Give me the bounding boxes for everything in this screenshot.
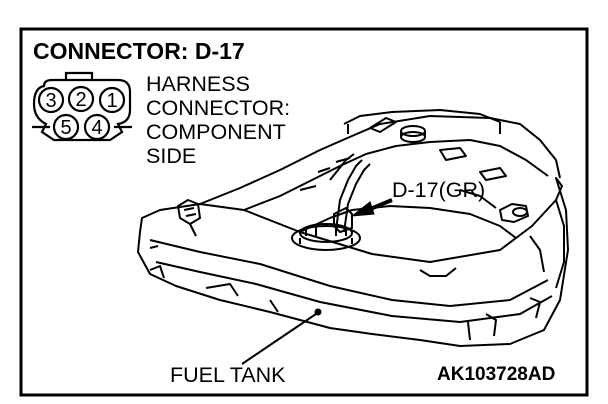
pin-1-label: 1 bbox=[106, 90, 117, 112]
connector-callout-label: D-17(GR) bbox=[392, 178, 486, 202]
pin-2-label: 2 bbox=[75, 89, 86, 111]
connector-face-icon bbox=[32, 71, 132, 142]
harness-label-line2: CONNECTOR: bbox=[146, 96, 291, 120]
pin-5-label: 5 bbox=[60, 117, 71, 139]
callout-arrow bbox=[350, 198, 393, 217]
fuel-tank-drawing bbox=[137, 109, 569, 347]
figure-code: AK103728AD bbox=[437, 364, 556, 385]
figure-border bbox=[19, 27, 589, 397]
pin-4-label: 4 bbox=[91, 117, 102, 139]
fuel-tank-label: FUEL TANK bbox=[170, 363, 286, 387]
harness-label-line1: HARNESS bbox=[146, 72, 250, 96]
tank-leader bbox=[241, 308, 322, 365]
pin-3-label: 3 bbox=[45, 90, 56, 112]
harness-label-line3: COMPONENT bbox=[146, 120, 286, 144]
harness-label-line4: SIDE bbox=[146, 144, 197, 168]
connector-title: CONNECTOR: D-17 bbox=[33, 38, 245, 64]
